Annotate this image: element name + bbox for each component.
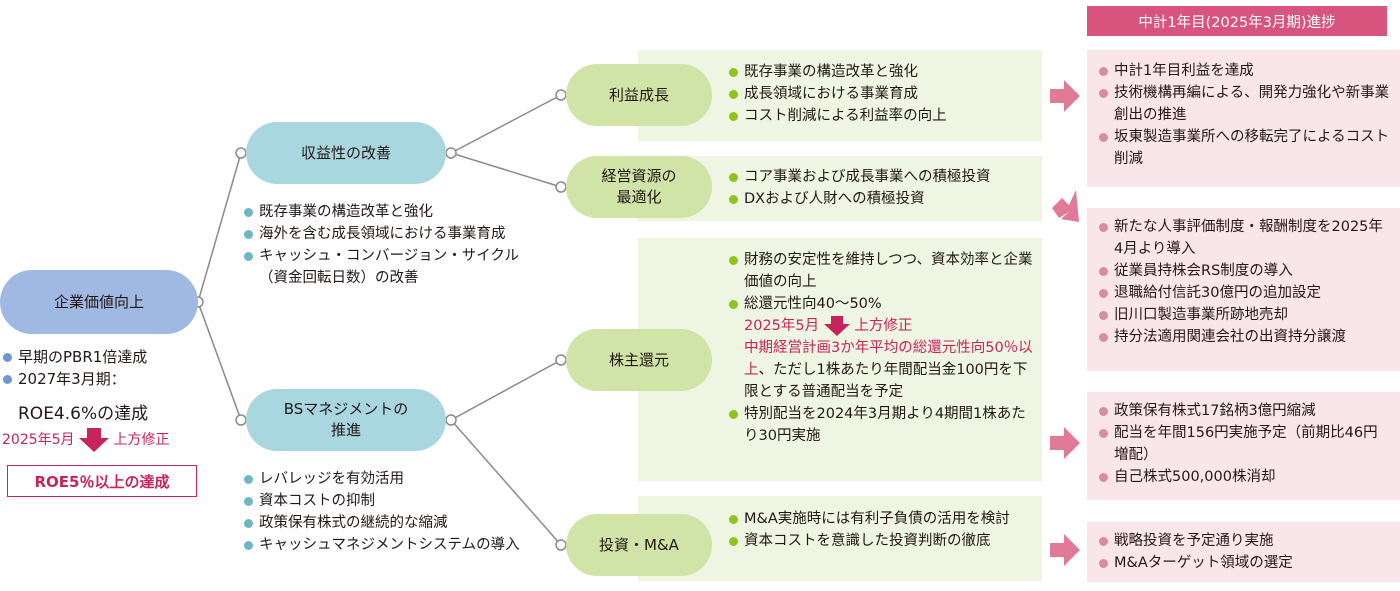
revision-continuation: 、ただし1株あたり年間配当金100円を下限とする普通配当を予定 <box>744 362 1028 400</box>
node-label-line: BSマネジメントの <box>283 400 409 418</box>
node-dot <box>445 147 457 159</box>
list-item: 技術機構再編による、開発力強化や新事業創出の推進 <box>1099 82 1392 126</box>
progress-box-1: 中計1年目利益を達成 技術機構再編による、開発力強化や新事業創出の推進 坂東製造… <box>1087 50 1400 187</box>
right-arrow-icon <box>1050 534 1080 566</box>
list-item: コア事業および成長事業への積極投資 <box>729 166 1034 188</box>
resource-optimization-bullets: コア事業および成長事業への積極投資 DXおよび人財への積極投資 <box>729 166 1034 210</box>
list-item: 早期のPBR1倍達成 <box>3 346 203 368</box>
node-profitability: 収益性の改善 <box>246 122 446 184</box>
list-item: 資本コストの抑制 <box>244 490 534 512</box>
list-item: 坂東製造事業所への移転完了によるコスト削減 <box>1099 126 1392 170</box>
progress-list-3: 政策保有株式17銘柄3億円縮減 配当を年間156円実施予定（前期比46円増配） … <box>1099 400 1392 488</box>
down-arrow-icon <box>823 316 850 336</box>
node-profit-growth: 利益成長 <box>566 64 712 126</box>
list-item: キャッシュマネジメントシステムの導入 <box>244 534 534 556</box>
list-item: 戦略投資を予定通り実施 <box>1099 530 1392 552</box>
node-dot <box>445 414 457 426</box>
root-revision: 2025年5月 上方修正 <box>2 428 202 452</box>
revision-date: 2025年5月 <box>744 318 820 334</box>
list-item: 中計1年目利益を達成 <box>1099 60 1392 82</box>
shareholder-revision: 2025年5月 上方修正 <box>744 315 1034 337</box>
list-item: コスト削減による利益率の向上 <box>729 105 1034 127</box>
list-item: レバレッジを有効活用 <box>244 468 534 490</box>
node-investment-ma: 投資・M&A <box>566 514 712 576</box>
node-dot <box>555 89 567 101</box>
root-node-corporate-value: 企業価値向上 <box>0 270 198 334</box>
node-bs-management: BSマネジメントの 推進 <box>246 389 446 451</box>
list-item: 海外を含む成長領域における事業育成 <box>244 223 534 245</box>
node-dot <box>235 147 247 159</box>
node-dot <box>555 539 567 551</box>
list-item: M&A実施時には有利子負債の活用を検討 <box>729 508 1034 530</box>
node-resource-optimization: 経営資源の 最適化 <box>566 156 712 218</box>
down-arrow-icon <box>79 428 109 452</box>
progress-list-4: 戦略投資を予定通り実施 M&Aターゲット領域の選定 <box>1099 530 1392 574</box>
node-dot <box>235 414 247 426</box>
revision-label: 上方修正 <box>113 432 170 448</box>
progress-box-4: 戦略投資を予定通り実施 M&Aターゲット領域の選定 <box>1087 522 1400 582</box>
list-item: DXおよび人財への積極投資 <box>729 188 1034 210</box>
profitability-bullets: 既存事業の構造改革と強化 海外を含む成長領域における事業育成 キャッシュ・コンバ… <box>244 201 534 289</box>
right-arrow-icon <box>1050 80 1080 112</box>
list-item: 成長領域における事業育成 <box>729 83 1034 105</box>
list-item: 持分法適用関連会社の出資持分譲渡 <box>1099 326 1392 348</box>
list-item: 政策保有株式の継続的な縮減 <box>244 512 534 534</box>
diagonal-arrow-icon <box>1052 190 1079 222</box>
progress-box-3: 政策保有株式17銘柄3億円縮減 配当を年間156円実施予定（前期比46円増配） … <box>1087 392 1400 500</box>
node-dot <box>555 354 567 366</box>
profit-growth-bullets: 既存事業の構造改革と強化 成長領域における事業育成 コスト削減による利益率の向上 <box>729 61 1034 127</box>
list-item: 既存事業の構造改革と強化 <box>244 201 534 223</box>
revision-text: 中期経営計画3か年平均の総還元性向50％以上、ただし1株あたり年間配当金100円… <box>744 337 1034 403</box>
revision-label: 上方修正 <box>854 318 913 334</box>
list-item: 資本コストを意識した投資判断の徹底 <box>729 530 1034 552</box>
new-roe-target: ROE5％以上の達成 <box>7 465 197 497</box>
root-bullets: 早期のPBR1倍達成 2027年3月期： <box>3 346 203 390</box>
roe-target: ROE4.6%の達成 <box>18 404 149 424</box>
list-item: 自己株式500,000株消却 <box>1099 466 1392 488</box>
bs-management-bullets: レバレッジを有効活用 資本コストの抑制 政策保有株式の継続的な縮減 キャッシュマ… <box>244 468 534 556</box>
list-item: 2027年3月期： <box>3 368 203 390</box>
list-item: 退職給付信託30億円の追加設定 <box>1099 282 1392 304</box>
list-item: 旧川口製造事業所跡地売却 <box>1099 304 1392 326</box>
progress-list-2: 新たな人事評価制度・報酬制度を2025年4月より導入 従業員持株会RS制度の導入… <box>1099 216 1392 348</box>
node-label-line: 推進 <box>330 421 361 439</box>
node-label-line: 最適化 <box>616 188 662 206</box>
investment-ma-bullets: M&A実施時には有利子負債の活用を検討 資本コストを意識した投資判断の徹底 <box>729 508 1034 552</box>
right-arrow-icon <box>1050 427 1080 459</box>
node-label-line: 経営資源の <box>601 167 677 185</box>
revision-date: 2025年5月 <box>2 432 75 448</box>
list-item: 総還元性向40〜50% 2025年5月 上方修正 中期経営計画3か年平均の総還元… <box>729 293 1034 403</box>
list-item: 従業員持株会RS制度の導入 <box>1099 260 1392 282</box>
shareholder-return-bullets: 財務の安定性を維持しつつ、資本効率と企業価値の向上 総還元性向40〜50% 20… <box>729 249 1034 447</box>
progress-box-2: 新たな人事評価制度・報酬制度を2025年4月より導入 従業員持株会RS制度の導入… <box>1087 208 1400 371</box>
list-item: 財務の安定性を維持しつつ、資本効率と企業価値の向上 <box>729 249 1034 293</box>
list-item: 既存事業の構造改革と強化 <box>729 61 1034 83</box>
list-item: 新たな人事評価制度・報酬制度を2025年4月より導入 <box>1099 216 1392 260</box>
progress-header: 中計1年目(2025年3月期)進捗 <box>1087 6 1387 36</box>
list-item: M&Aターゲット領域の選定 <box>1099 552 1392 574</box>
node-shareholder-return: 株主還元 <box>566 329 712 391</box>
list-item: 配当を年間156円実施予定（前期比46円増配） <box>1099 422 1392 466</box>
list-item-text: 総還元性向40〜50% <box>744 296 882 312</box>
list-item: 政策保有株式17銘柄3億円縮減 <box>1099 400 1392 422</box>
progress-list-1: 中計1年目利益を達成 技術機構再編による、開発力強化や新事業創出の推進 坂東製造… <box>1099 60 1392 170</box>
list-item: 特別配当を2024年3月期より4期間1株あたり30円実施 <box>729 403 1034 447</box>
node-dot <box>555 181 567 193</box>
revision-highlight: 中期経営計画3か年平均の総還元性向50％以上 <box>744 340 1033 378</box>
list-item: キャッシュ・コンバージョン・サイクル（資金回転日数）の改善 <box>244 245 534 289</box>
